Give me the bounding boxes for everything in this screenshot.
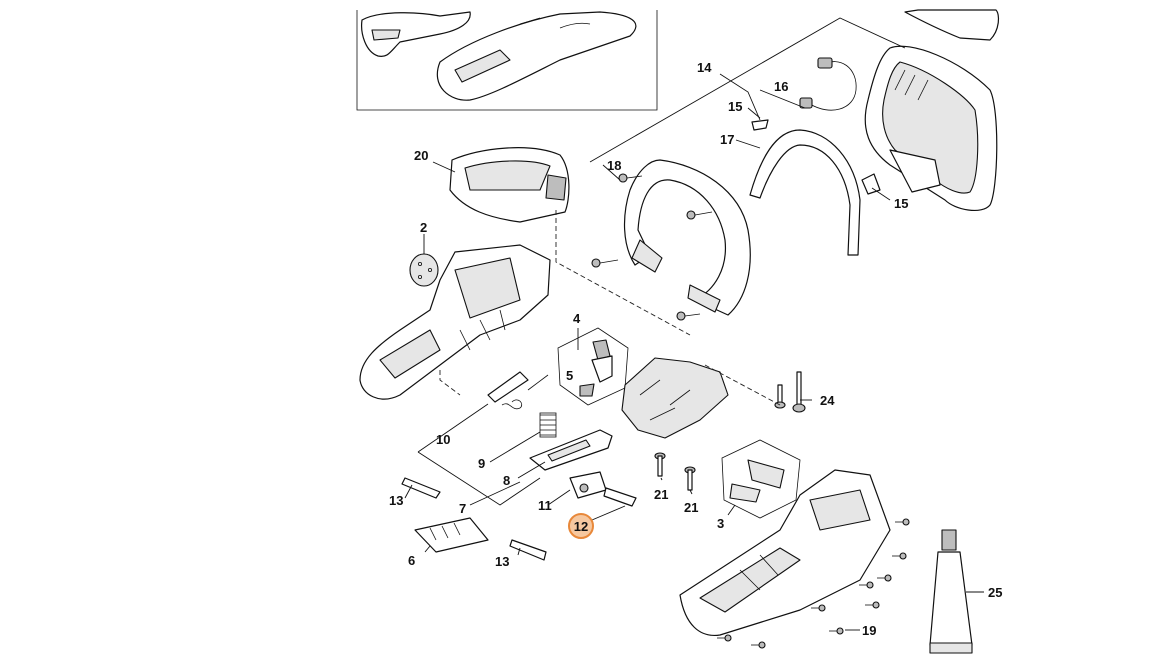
callout-11[interactable]: 11 [538,498,552,513]
screws-24 [774,371,806,413]
callout-14[interactable]: 14 [697,60,712,75]
disc-gasket [409,253,439,287]
callout-9[interactable]: 9 [478,456,485,471]
callout-15-top[interactable]: 15 [728,99,742,114]
center-gearbox [621,357,729,439]
callout-20[interactable]: 20 [414,148,428,163]
rail-upper [401,477,441,499]
assembly-lines [439,210,781,406]
callout-12: 12 [574,519,588,534]
callout-13-lower[interactable]: 13 [495,554,509,569]
callout-8[interactable]: 8 [503,473,510,488]
grease-tube [929,529,973,654]
trigger-box [557,327,629,406]
callout-15-right[interactable]: 15 [894,196,908,211]
trigger-slider [529,429,613,471]
callout-7[interactable]: 7 [459,501,466,516]
callout-21-right[interactable]: 21 [684,500,698,515]
filter-box [721,439,801,519]
arc-bracket [749,129,861,256]
rail-lower [509,539,547,561]
bow-handle [623,159,751,316]
callout-5[interactable]: 5 [566,368,573,383]
callout-12-highlight[interactable]: 12 [568,513,594,539]
screws-19 [717,518,910,649]
screws-21 [654,452,696,491]
coil-spring [539,412,557,438]
screw-set-18 [591,173,713,321]
left-housing-half [359,244,551,400]
leader-lines [404,17,984,631]
callout-17[interactable]: 17 [720,132,734,147]
callout-19[interactable]: 19 [862,623,876,638]
clip-right [861,173,881,195]
front-handle-frame [864,45,998,212]
callout-2[interactable]: 2 [420,220,427,235]
cable-assembly [799,57,857,111]
spacer-block [414,517,489,553]
leaf-spring [603,487,637,507]
handle-grip-fragment [904,9,1000,41]
callout-24[interactable]: 24 [820,393,835,408]
callout-3[interactable]: 3 [717,516,724,531]
lock-lever [569,471,607,499]
callout-labels: 20 2 14 16 15 17 18 15 4 5 24 10 9 8 7 1… [389,60,1002,638]
callout-25[interactable]: 25 [988,585,1002,600]
lever-spring [487,371,549,410]
clip-top [751,119,769,131]
lower-housing-half [679,469,891,637]
callout-13-upper[interactable]: 13 [389,493,403,508]
callout-16[interactable]: 16 [774,79,788,94]
callout-10[interactable]: 10 [436,432,450,447]
detail-inset [356,10,658,111]
callout-4[interactable]: 4 [573,311,581,326]
callout-6[interactable]: 6 [408,553,415,568]
callout-18[interactable]: 18 [607,158,621,173]
callout-21-left[interactable]: 21 [654,487,668,502]
top-cover [449,147,570,223]
